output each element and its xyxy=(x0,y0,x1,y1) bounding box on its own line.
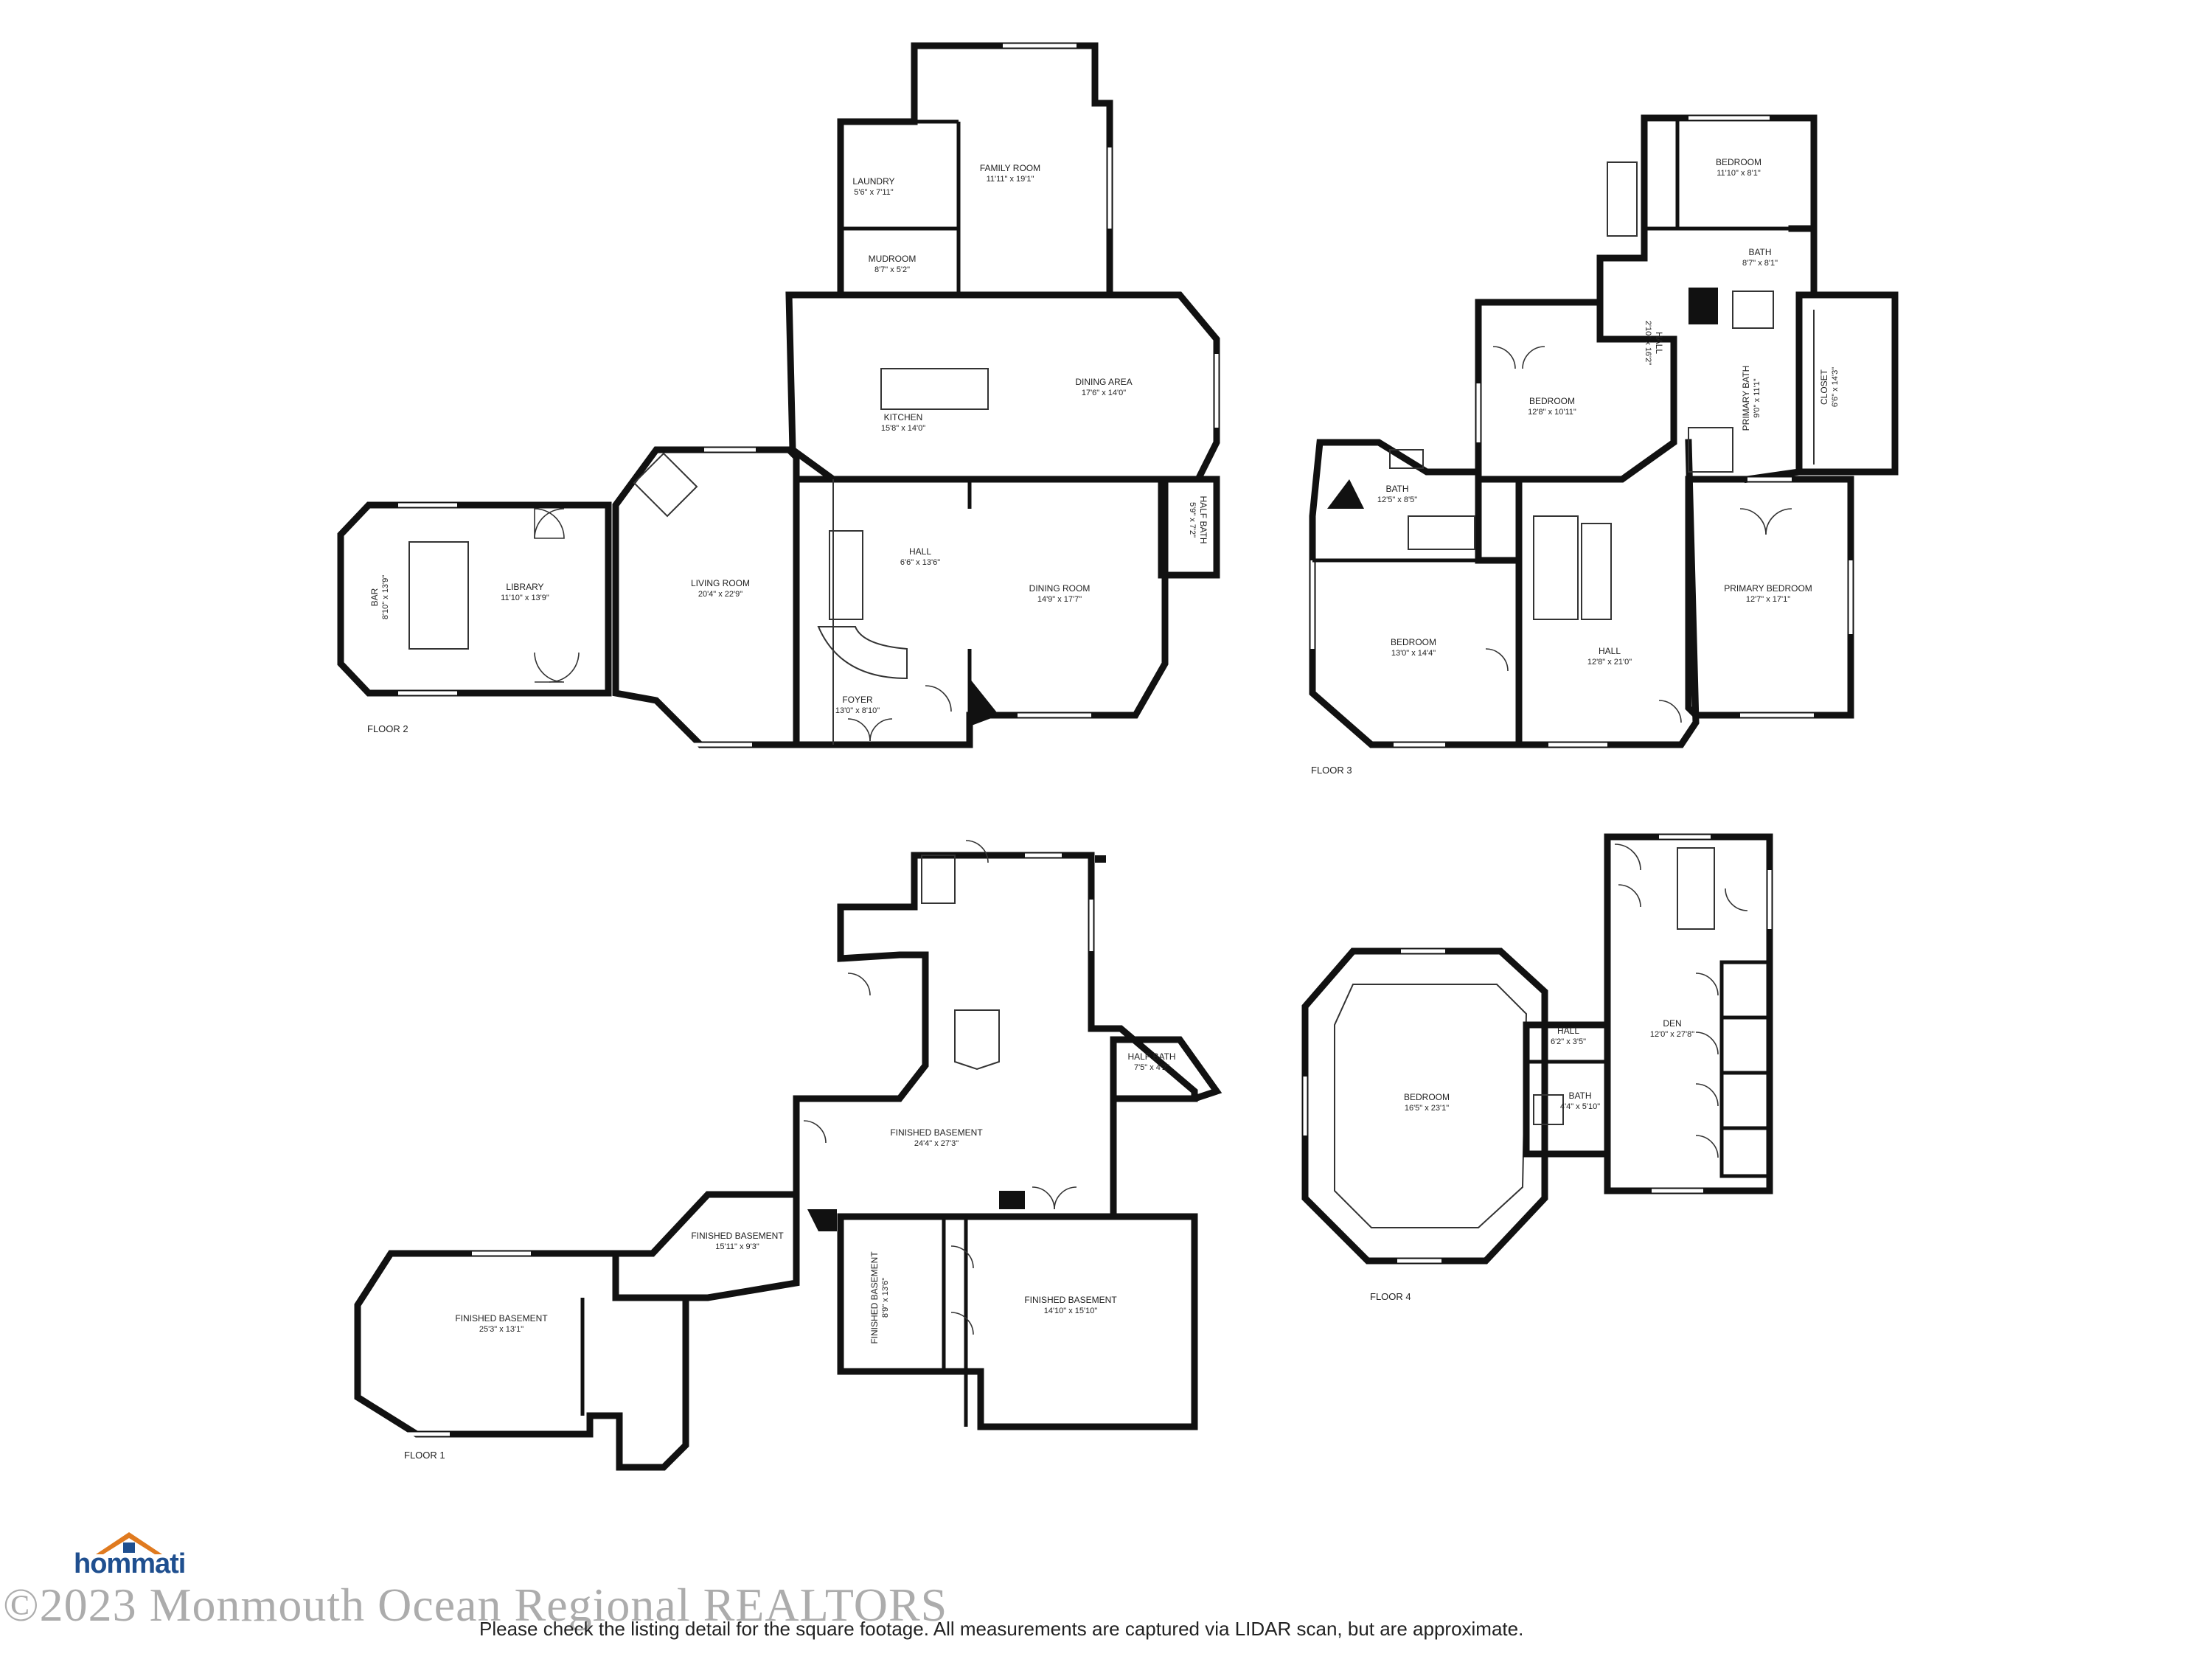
room-name: LIVING ROOM xyxy=(691,578,750,588)
room-name: FOYER xyxy=(842,695,873,705)
room-dims: 16'5" x 23'1" xyxy=(1405,1104,1449,1113)
floor-1-plan xyxy=(354,840,1222,1471)
room-name: BEDROOM xyxy=(1716,157,1761,167)
room-dims: 14'10" x 15'10" xyxy=(1044,1307,1098,1315)
disclaimer-text: Please check the listing detail for the … xyxy=(479,1618,1524,1640)
room-name: FAMILY ROOM xyxy=(980,163,1040,173)
room-dims: 12'7" x 17'1" xyxy=(1746,595,1790,604)
room-name: FINISHED BASEMENT xyxy=(890,1127,983,1138)
floor-3-plan xyxy=(1309,114,1899,748)
room-dims: 15'11" x 9'3" xyxy=(715,1242,759,1251)
hommati-logo: hommati xyxy=(74,1529,206,1581)
room-name: PRIMARY BEDROOM xyxy=(1724,583,1812,594)
room-dims: 17'6" x 14'0" xyxy=(1082,389,1126,397)
room-dims: 15'8" x 14'0" xyxy=(881,424,925,433)
room-name: BATH xyxy=(1748,247,1771,257)
room-dims: 7'5" x 4'2" xyxy=(1134,1063,1169,1072)
floor-label: FLOOR 2 xyxy=(367,723,408,734)
room-dims: 13'0" x 14'4" xyxy=(1391,649,1436,658)
floor-label: FLOOR 3 xyxy=(1311,765,1352,776)
room-name: FINISHED BASEMENT xyxy=(455,1313,548,1324)
room-name: LAUNDRY xyxy=(852,176,894,187)
room-dims: 6'2" x 3'5" xyxy=(1551,1037,1586,1046)
room-name: FINISHED BASEMENT xyxy=(869,1251,880,1344)
room-dims: 6'6" x 14'3" xyxy=(1831,367,1840,407)
room-dims: 2'10" x 16'2" xyxy=(1644,321,1652,365)
room-dims: 8'7" x 5'2" xyxy=(874,265,910,274)
room-name: KITCHEN xyxy=(884,412,923,422)
floor-label: FLOOR 4 xyxy=(1370,1291,1411,1302)
room-name: PRIMARY BATH xyxy=(1741,366,1751,431)
room-dims: 9'0" x 11'1" xyxy=(1753,378,1761,417)
room-name: DINING AREA xyxy=(1075,377,1132,387)
room-name: HALF BATH xyxy=(1198,495,1208,543)
copyright-watermark: ©2023 Monmouth Ocean Regional REALTORS xyxy=(3,1579,948,1631)
room-name: BATH xyxy=(1568,1091,1591,1101)
room-name: FINISHED BASEMENT xyxy=(1024,1295,1117,1305)
room-dims: 6'6" x 13'6" xyxy=(900,558,940,567)
room-dims: 5'9" x 7'2" xyxy=(1188,502,1197,538)
room-name: BATH xyxy=(1385,484,1408,494)
room-name: BEDROOM xyxy=(1529,396,1575,406)
room-name: LIBRARY xyxy=(506,582,543,592)
room-dims: 11'10" x 8'1" xyxy=(1717,169,1761,178)
room-name: BEDROOM xyxy=(1391,637,1436,647)
room-name: DEN xyxy=(1663,1018,1681,1029)
room-dims: 12'0" x 27'8" xyxy=(1650,1030,1694,1039)
room-dims: 12'8" x 10'11" xyxy=(1528,408,1576,417)
room-dims: 8'9" x 13'6" xyxy=(881,1278,890,1318)
room-labels: FLOOR 2 FAMILY ROOM 11'11" x 19'1" LAUND… xyxy=(367,157,1840,1461)
room-name: BEDROOM xyxy=(1404,1092,1450,1102)
room-dims: 12'5" x 8'5" xyxy=(1377,495,1417,504)
floor-2-plan xyxy=(337,42,1220,748)
room-name: HALF BATH xyxy=(1127,1051,1175,1062)
room-dims: 4'4" x 5'10" xyxy=(1560,1102,1600,1111)
room-dims: 14'9" x 17'7" xyxy=(1037,595,1082,604)
floor-label: FLOOR 1 xyxy=(404,1450,445,1461)
room-dims: 8'7" x 8'1" xyxy=(1742,259,1778,268)
room-name: MUDROOM xyxy=(869,254,917,264)
room-dims: 20'4" x 22'9" xyxy=(698,590,742,599)
logo-text: hommati xyxy=(74,1548,186,1579)
room-dims: 25'3" x 13'1" xyxy=(479,1325,524,1334)
floor-4-plan xyxy=(1301,833,1773,1265)
house-icon xyxy=(96,1532,162,1554)
room-name: DINING ROOM xyxy=(1029,583,1091,594)
room-name: HALL xyxy=(1599,646,1621,656)
room-name: BAR xyxy=(369,588,380,606)
room-dims: 5'6" x 7'11" xyxy=(854,188,893,197)
room-dims: 13'0" x 8'10" xyxy=(835,706,880,715)
room-dims: 8'10" x 13'9" xyxy=(381,575,390,619)
room-name: CLOSET xyxy=(1819,369,1829,405)
room-dims: 24'4" x 27'3" xyxy=(914,1139,959,1148)
room-dims: 12'8" x 21'0" xyxy=(1587,658,1632,667)
room-name: HALL xyxy=(909,546,931,557)
room-name: FINISHED BASEMENT xyxy=(691,1231,784,1241)
room-dims: 11'11" x 19'1" xyxy=(987,175,1034,184)
room-dims: 11'10" x 13'9" xyxy=(501,594,549,602)
room-name: HALL xyxy=(1654,332,1664,354)
room-name: HALL xyxy=(1557,1026,1579,1036)
